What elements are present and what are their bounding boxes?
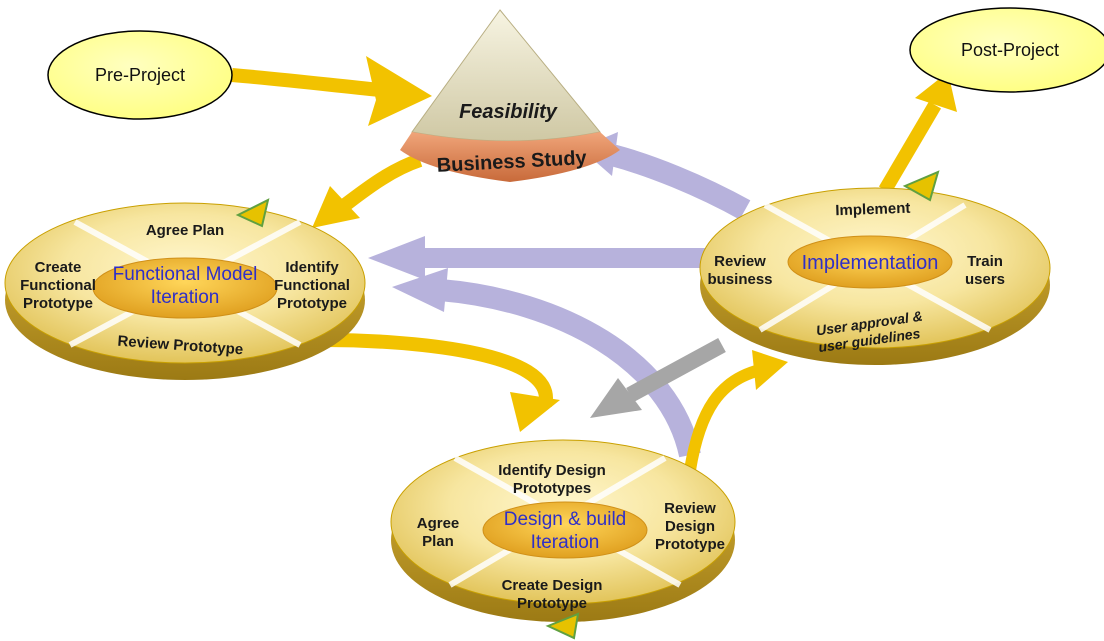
design-identify-2: Prototypes [513, 480, 591, 497]
arrowhead-functional-1 [368, 236, 425, 280]
post-project-node: Post-Project [909, 7, 1104, 93]
arrow-implementation-to-postproject [878, 101, 942, 194]
arrow-preproject-to-feasibility [231, 68, 381, 97]
design-cycle-marker [545, 612, 580, 640]
arrowhead-design-gold [510, 392, 560, 432]
arrow-functional-to-design [324, 333, 553, 407]
design-review-3: Prototype [655, 536, 725, 553]
design-review-1: Review [664, 500, 716, 517]
design-title-line1: Design & build [504, 509, 627, 530]
implementation-implement: Implement [835, 200, 911, 220]
functional-title-line1: Functional Model [113, 264, 258, 285]
functional-model-disc: Functional Model Iteration Agree Plan Cr… [4, 198, 366, 380]
design-create-2: Prototype [517, 595, 587, 612]
implementation-review-1: Review [714, 253, 766, 270]
design-title-line2: Iteration [531, 532, 600, 553]
implementation-review-2: business [707, 271, 772, 288]
arrow-design-to-functional [439, 279, 701, 458]
functional-identify-2: Functional [274, 277, 350, 294]
functional-create-2: Functional [20, 277, 96, 294]
feasibility-cone: Feasibility Business Study [400, 9, 620, 182]
implementation-cycle-marker [902, 170, 940, 202]
functional-identify-3: Prototype [277, 295, 347, 312]
design-build-disc: Design & build Iteration Identify Design… [390, 439, 736, 640]
arrow-impl-to-design [626, 337, 726, 403]
pre-project-label: Pre-Project [95, 65, 185, 85]
functional-agree-plan: Agree Plan [146, 222, 224, 239]
design-create-1: Create Design [502, 577, 603, 594]
arrow-design-to-implementation [684, 364, 762, 471]
design-agree-2: Plan [422, 533, 454, 550]
arrowhead-feasibility [366, 56, 432, 126]
implementation-disc: Implementation Implement Review business… [699, 170, 1051, 365]
implementation-train-1: Train [967, 253, 1003, 270]
arrowhead-functional-2 [392, 268, 448, 312]
arrowhead-design-grey [590, 378, 642, 418]
pre-project-node: Pre-Project [47, 30, 233, 120]
arrow-business-to-functional [340, 153, 423, 211]
functional-identify-1: Identify [285, 259, 339, 276]
design-review-2: Design [665, 518, 715, 535]
functional-create-3: Prototype [23, 295, 93, 312]
design-agree-1: Agree [417, 515, 460, 532]
post-project-label: Post-Project [961, 40, 1059, 60]
functional-create-1: Create [35, 259, 82, 276]
arrowhead-functional-gold [312, 186, 360, 228]
design-identify-1: Identify Design [498, 462, 606, 479]
implementation-title: Implementation [802, 252, 939, 274]
functional-title-line2: Iteration [151, 287, 220, 308]
arrow-impl-to-business-study [609, 144, 751, 220]
feasibility-label: Feasibility [459, 101, 558, 123]
functional-cycle-marker [235, 198, 270, 228]
arrowhead-implementation-gold [752, 350, 788, 390]
implementation-train-2: users [965, 271, 1005, 288]
